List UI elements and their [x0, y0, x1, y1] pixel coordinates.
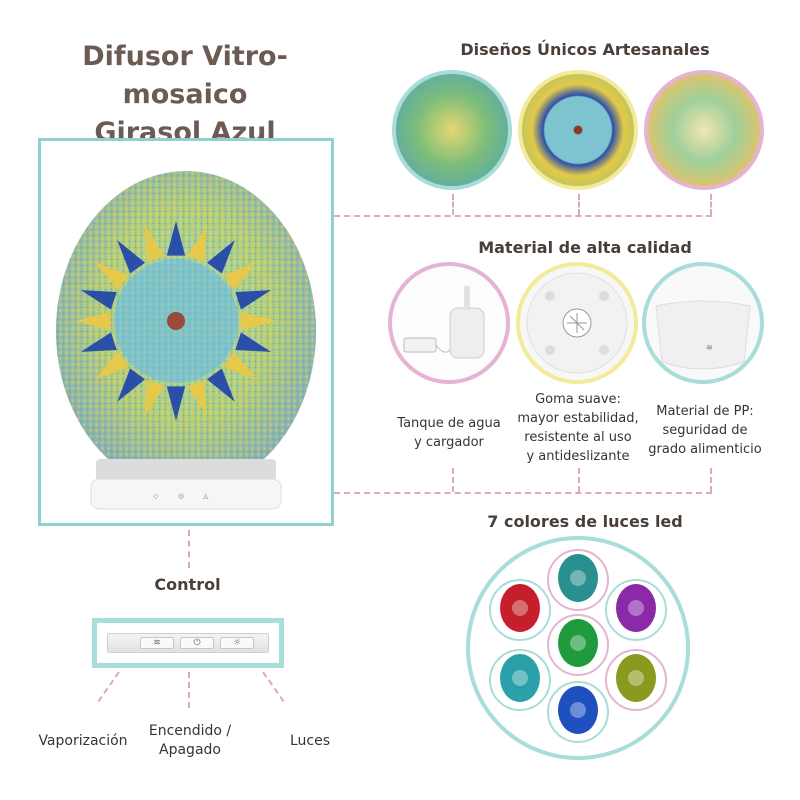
control-panel: ≋ ⏻ ☼: [92, 618, 284, 668]
connector-line: [578, 194, 580, 215]
led-egg-center: [570, 570, 586, 586]
sunflower-ray: [166, 386, 186, 421]
led-colors-circle: [466, 536, 690, 760]
sunflower-ray: [117, 240, 146, 274]
label-lights: Luces: [289, 733, 331, 749]
mosaic-diffuser-image: ◇ ◎ ◬: [56, 171, 316, 510]
led-egg: [500, 584, 540, 632]
material-title: Material de alta calidad: [478, 238, 692, 257]
connector-line: [710, 468, 712, 492]
caption-water-tank: Tanque de agua y cargador: [397, 416, 501, 450]
control-title: Control: [154, 575, 221, 594]
connector-line: [188, 672, 190, 708]
led-egg: [558, 619, 598, 667]
connector-line: [334, 215, 712, 217]
led-egg: [558, 554, 598, 602]
sunflower-ray: [145, 225, 165, 262]
leds-title: 7 colores de luces led: [487, 512, 683, 531]
led-egg-center: [512, 600, 528, 616]
connector-line: [452, 194, 454, 215]
svg-text:◇: ◇: [153, 492, 159, 500]
led-eggs: [489, 549, 667, 743]
control-button-strip: ≋ ⏻ ☼: [107, 633, 269, 653]
sunflower-ray: [166, 221, 186, 256]
connector-line: [334, 492, 712, 494]
led-egg: [616, 654, 656, 702]
rubber-feet-photo: [516, 262, 638, 384]
connector-line: [262, 671, 285, 703]
led-egg-center: [512, 670, 528, 686]
led-egg: [616, 584, 656, 632]
svg-text:◬: ◬: [203, 492, 209, 500]
sunflower-ray: [223, 262, 257, 291]
connector-line: [710, 194, 712, 215]
sunflower-ray: [187, 380, 207, 417]
sunflower-ray: [95, 262, 129, 291]
led-egg: [500, 654, 540, 702]
svg-text:◎: ◎: [178, 492, 184, 500]
svg-text:≋: ≋: [706, 343, 713, 352]
label-vaporization: Vaporización: [38, 733, 128, 749]
caption-pp-material: Material de PP: seguridad de grado alime…: [648, 404, 762, 457]
sunflower-ray: [235, 290, 272, 310]
designs-title: Diseños Únicos Artesanales: [460, 40, 710, 59]
light-icon[interactable]: ☼: [220, 637, 254, 649]
sunflower-ray: [145, 380, 165, 417]
sunflower-ray: [95, 351, 129, 380]
mist-icon[interactable]: ≋: [140, 637, 174, 649]
led-egg-center: [628, 670, 644, 686]
led-egg-center: [570, 702, 586, 718]
product-title: Difusor Vitro-mosaico Girasol Azul: [20, 38, 350, 152]
led-egg: [558, 686, 598, 734]
sunflower-ray: [235, 332, 272, 352]
sunflower-ray: [206, 240, 235, 274]
led-egg-center: [628, 600, 644, 616]
product-title-line1: Difusor Vitro-mosaico: [82, 41, 288, 110]
connector-line: [97, 671, 120, 703]
power-icon[interactable]: ⏻: [180, 637, 214, 649]
sunflower-ray: [80, 290, 117, 310]
sunflower-ray: [117, 368, 146, 402]
product-image-frame: ◇ ◎ ◬: [38, 138, 334, 526]
design-detail-photo-1: [392, 70, 512, 190]
connector-line: [188, 530, 190, 568]
pp-material-photo: ≋: [642, 262, 764, 384]
design-detail-photo-2: [518, 70, 638, 190]
led-egg-center: [570, 635, 586, 651]
caption-rubber: Goma suave: mayor estabilidad, resistent…: [517, 392, 639, 464]
sunflower-ray: [241, 311, 276, 331]
sunflower-ray: [223, 351, 257, 380]
label-power: Encendido / Apagado: [148, 723, 232, 758]
sunflower-ray: [187, 225, 207, 262]
connector-line: [452, 468, 454, 492]
sunflower-ray: [76, 311, 111, 331]
water-tank-charger-photo: [388, 262, 510, 384]
sunflower-ray: [80, 332, 117, 352]
connector-line: [578, 468, 580, 492]
design-detail-photo-3: [644, 70, 764, 190]
sunflower-ray: [206, 368, 235, 402]
